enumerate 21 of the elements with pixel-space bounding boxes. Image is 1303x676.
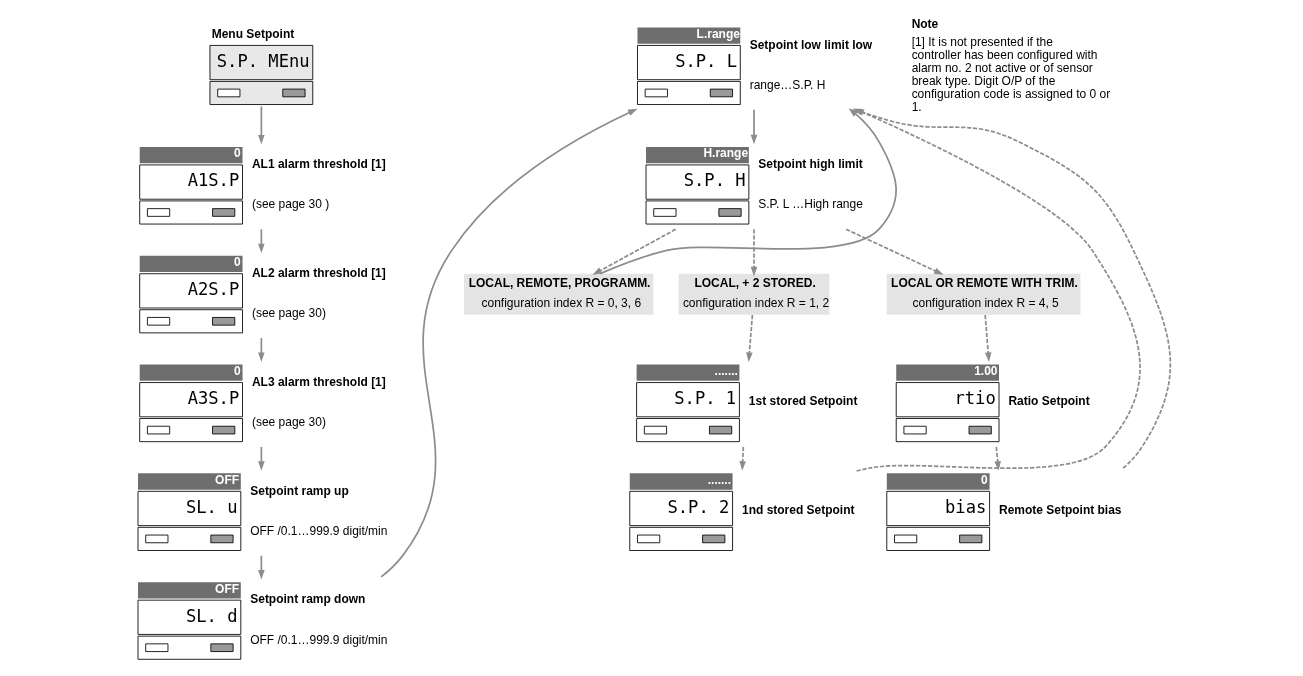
node-label: (see page 30) [251, 414, 326, 429]
node-label: OFF /0.1…999.9 digit/min [250, 523, 388, 538]
node-label: Setpoint high limit [758, 157, 863, 172]
node-label: Menu Setpoint [211, 26, 295, 41]
node-label: AL2 alarm threshold [1] [251, 265, 386, 280]
node-label: (see page 30) [251, 306, 326, 321]
node-label: AL1 alarm threshold [1] [251, 157, 386, 172]
node-label: 1nd stored Setpoint [742, 503, 855, 518]
node-label: Ratio Setpoint [1008, 394, 1090, 409]
label: Note [911, 16, 939, 31]
node-label: Remote Setpoint bias [999, 503, 1122, 518]
node-label: (see page 30 ) [251, 197, 330, 212]
node-label: OFF /0.1…999.9 digit/min [250, 632, 388, 647]
node-label: S.P. L …High range [758, 197, 863, 212]
node-label: range…S.P. H [749, 77, 826, 92]
label: [1] It is not presented if the controller has been configured with alarm no. 2 not active or of sensor break type. Digit O/P of the configuration code is assigned to 0 or 1. [911, 35, 1111, 114]
node-label: Setpoint low limit low [749, 37, 873, 52]
node-label: 1st stored Setpoint [748, 394, 858, 409]
node-label: Setpoint ramp up [250, 483, 349, 498]
node-label: AL3 alarm threshold [1] [251, 374, 386, 389]
node-label: Setpoint ramp down [250, 592, 366, 607]
